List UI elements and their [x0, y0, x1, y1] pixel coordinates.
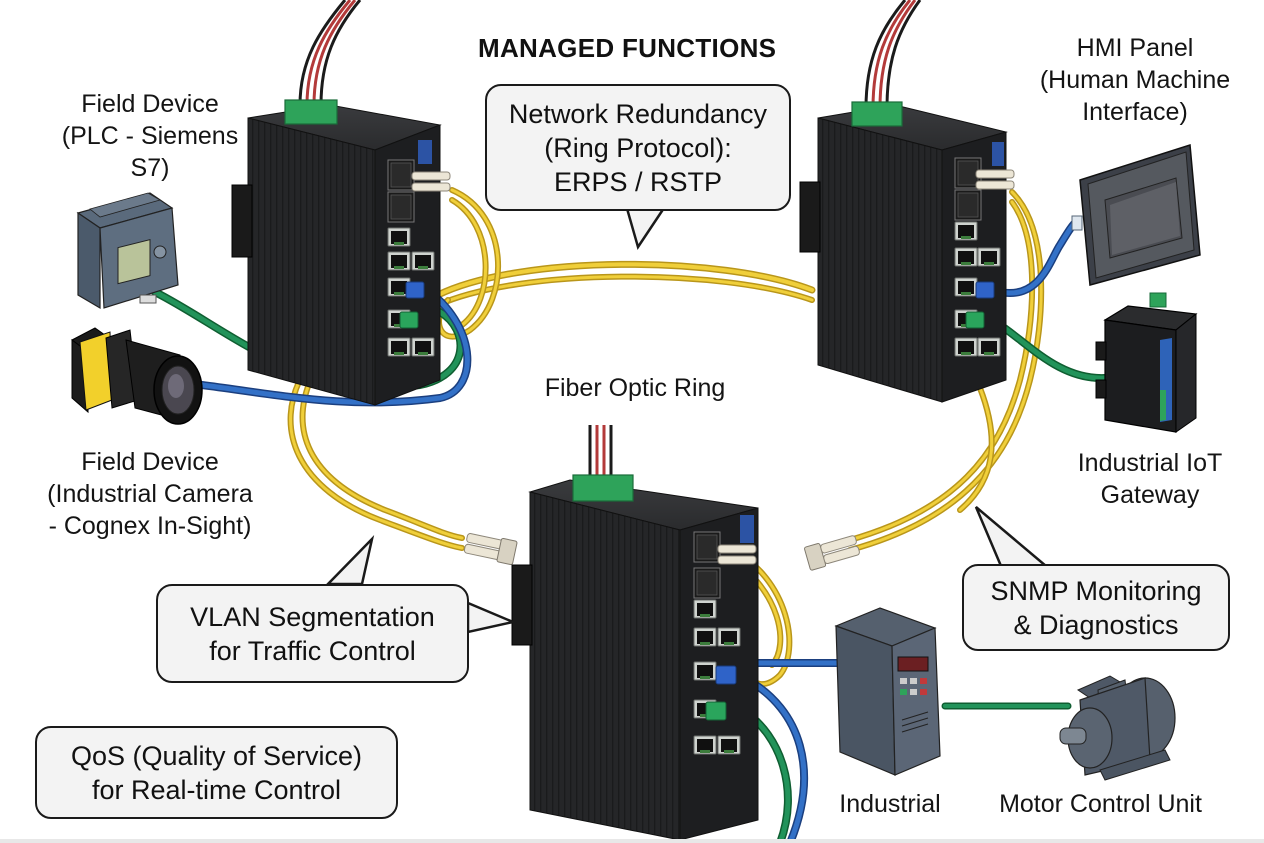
switch-top-right: [799, 0, 1015, 403]
plc-icon: [76, 192, 179, 310]
industrial-camera-icon: [71, 327, 203, 425]
motor-label: Motor Control Unit: [999, 790, 1202, 818]
fiber-ring-label: Fiber Optic Ring: [544, 374, 726, 402]
variable-frequency-drive-icon: [834, 607, 941, 776]
drive-label: Industrial: [839, 790, 941, 818]
camera-label: Field Device (Industrial Camera - Cognex…: [47, 448, 253, 540]
fiber-optic-ring: [287, 187, 1045, 687]
bottom-border: [0, 839, 1264, 843]
callout-snmp-monitoring: SNMP Monitoring & Diagnostics: [962, 564, 1230, 651]
hmi-label: HMI Panel (Human Machine Interface): [1039, 34, 1231, 126]
diagram-title: MANAGED FUNCTIONS: [478, 33, 777, 63]
callout-qos: QoS (Quality of Service) for Real-time C…: [35, 726, 398, 819]
lc-connector-right: [804, 534, 861, 571]
electric-motor-icon: [1059, 675, 1176, 781]
hmi-panel-icon: [1071, 144, 1201, 286]
lc-connector-left: [463, 532, 518, 566]
iot-gateway-icon: [1095, 292, 1198, 433]
callout-vlan-segmentation: VLAN Segmentation for Traffic Control: [156, 584, 469, 683]
switch-bottom-center: [511, 425, 759, 841]
plc-label: Field Device (PLC - Siemens S7): [61, 90, 239, 182]
iot-gateway-label: Industrial IoT Gateway: [1077, 449, 1223, 509]
switch-top-left: [231, 0, 451, 406]
callout-network-redundancy: Network Redundancy (Ring Protocol): ERPS…: [485, 84, 791, 211]
